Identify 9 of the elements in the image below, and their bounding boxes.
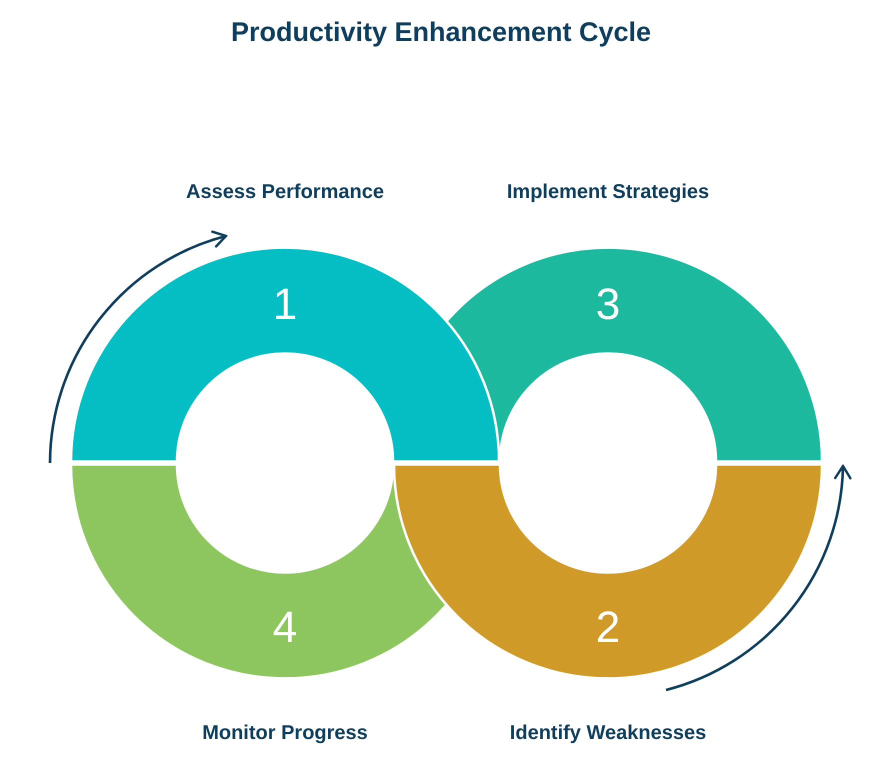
step-number: 1 xyxy=(272,281,298,329)
step-number: 2 xyxy=(596,604,620,652)
diagram-title: Productivity Enhancement Cycle xyxy=(230,16,652,49)
step-label: Identify Weaknesses xyxy=(510,721,706,746)
step-label: Monitor Progress xyxy=(202,721,368,746)
step-label: Implement Strategies xyxy=(506,180,710,205)
step-number: 3 xyxy=(596,281,620,329)
step-number: 4 xyxy=(272,604,298,652)
step-label: Assess Performance xyxy=(186,180,384,205)
